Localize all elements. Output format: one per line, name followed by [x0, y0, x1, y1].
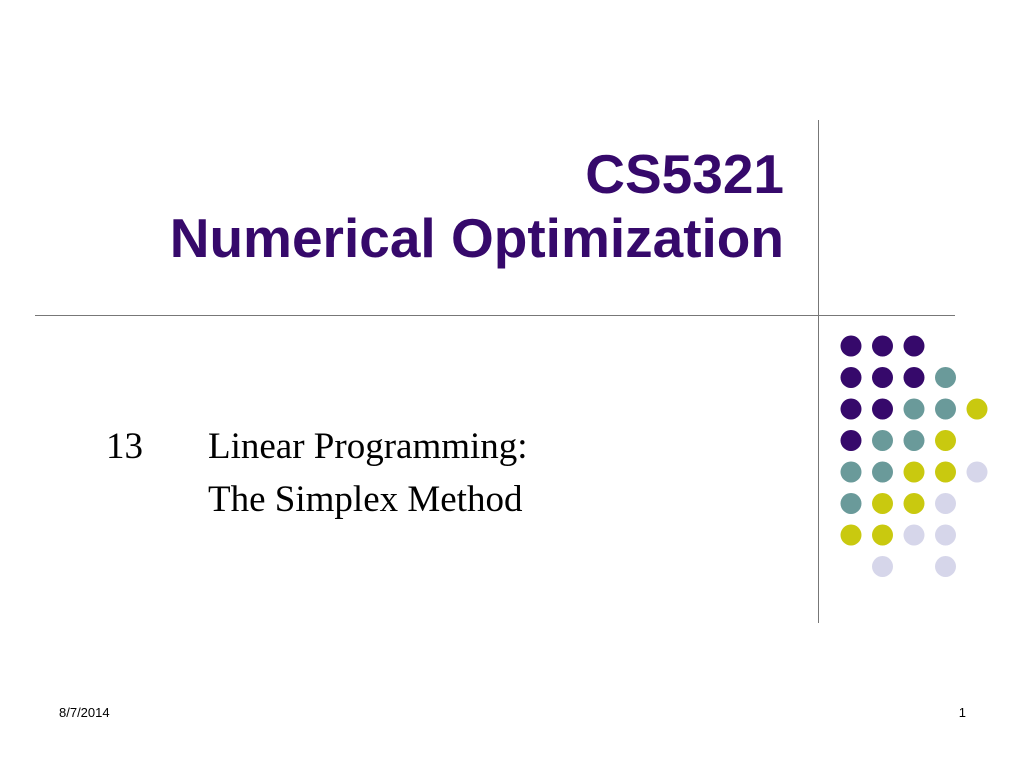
- dot-lavender: [966, 461, 988, 483]
- dot-yellow: [903, 493, 925, 514]
- dot-purple: [903, 367, 925, 388]
- title-line-course: CS5321: [585, 143, 784, 205]
- chapter-title: Linear Programming: The Simplex Method: [208, 420, 528, 526]
- dot-yellow: [903, 461, 925, 483]
- dot-lavender: [935, 493, 956, 514]
- dot-teal: [935, 367, 956, 388]
- dot-lavender: [935, 556, 956, 577]
- dot-yellow: [966, 398, 988, 420]
- slide-title: CS5321 Numerical Optimization: [24, 142, 784, 270]
- dot-purple: [840, 367, 862, 388]
- dot-yellow: [872, 493, 893, 514]
- title-line-name: Numerical Optimization: [169, 207, 784, 269]
- dot-teal: [872, 461, 893, 483]
- dot-purple: [840, 430, 862, 451]
- dot-yellow: [872, 524, 893, 546]
- vertical-rule: [818, 120, 819, 623]
- dot-teal: [840, 493, 862, 514]
- dot-teal: [935, 398, 956, 420]
- slide-number: 1: [958, 705, 966, 720]
- dot-teal: [840, 461, 862, 483]
- footer-date: 8/7/2014: [59, 705, 110, 720]
- chapter-title-line-2: The Simplex Method: [208, 479, 523, 520]
- chapter-number: 13: [106, 426, 143, 467]
- dot-lavender: [903, 524, 925, 546]
- dot-purple: [872, 367, 893, 388]
- dot-purple: [903, 335, 925, 357]
- horizontal-rule: [35, 315, 955, 316]
- dot-teal: [903, 398, 925, 420]
- dot-yellow: [840, 524, 862, 546]
- dot-purple: [872, 398, 893, 420]
- dot-purple: [872, 335, 893, 357]
- dot-teal: [872, 430, 893, 451]
- dot-lavender: [872, 556, 893, 577]
- dot-lavender: [935, 524, 956, 546]
- dot-purple: [840, 398, 862, 420]
- dot-teal: [903, 430, 925, 451]
- chapter-title-line-1: Linear Programming:: [208, 426, 528, 467]
- dot-purple: [840, 335, 862, 357]
- dot-yellow: [935, 430, 956, 451]
- dot-yellow: [935, 461, 956, 483]
